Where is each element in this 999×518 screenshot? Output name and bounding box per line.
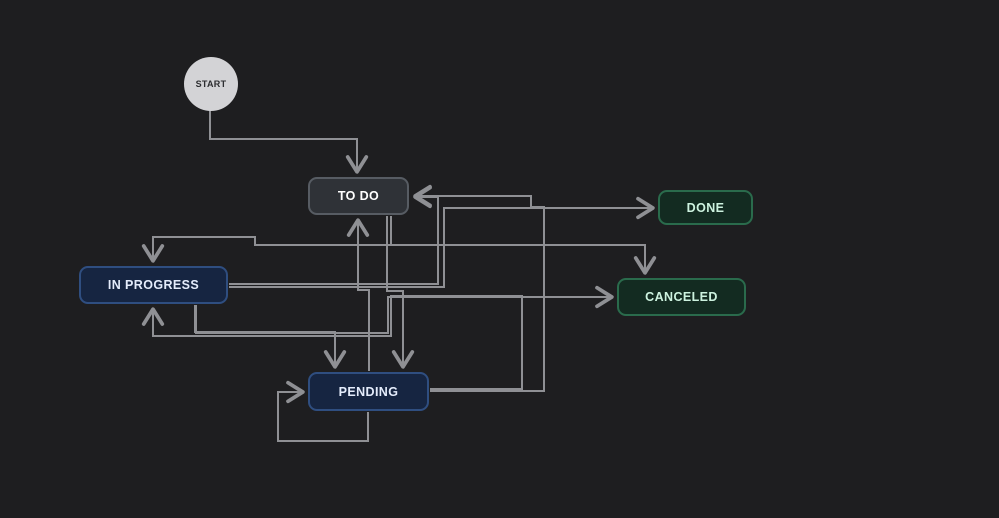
transition-edge-pending-to-todo[interactable] bbox=[346, 218, 370, 371]
status-node-done[interactable]: DONE bbox=[658, 190, 753, 225]
transition-edge-todo-to-inprogress[interactable] bbox=[141, 216, 392, 263]
transition-edge-inprogress-to-done[interactable] bbox=[229, 196, 655, 288]
transition-edge-todo-to-canceled[interactable] bbox=[390, 216, 657, 275]
status-node-pending[interactable]: PENDING bbox=[308, 372, 429, 411]
start-node[interactable]: START bbox=[184, 57, 238, 111]
status-node-canceled[interactable]: CANCELED bbox=[617, 278, 746, 316]
transition-edge-inprogress-to-canceled[interactable] bbox=[195, 285, 614, 334]
status-node-in-progress[interactable]: IN PROGRESS bbox=[79, 266, 228, 304]
transition-edge-pending-to-pending[interactable] bbox=[277, 380, 369, 442]
transition-edge-pending-to-todo[interactable] bbox=[413, 184, 545, 392]
transition-edge-todo-to-pending[interactable] bbox=[386, 216, 415, 369]
transition-edge-start-to-todo[interactable] bbox=[209, 110, 369, 174]
status-node-todo[interactable]: TO DO bbox=[308, 177, 409, 215]
